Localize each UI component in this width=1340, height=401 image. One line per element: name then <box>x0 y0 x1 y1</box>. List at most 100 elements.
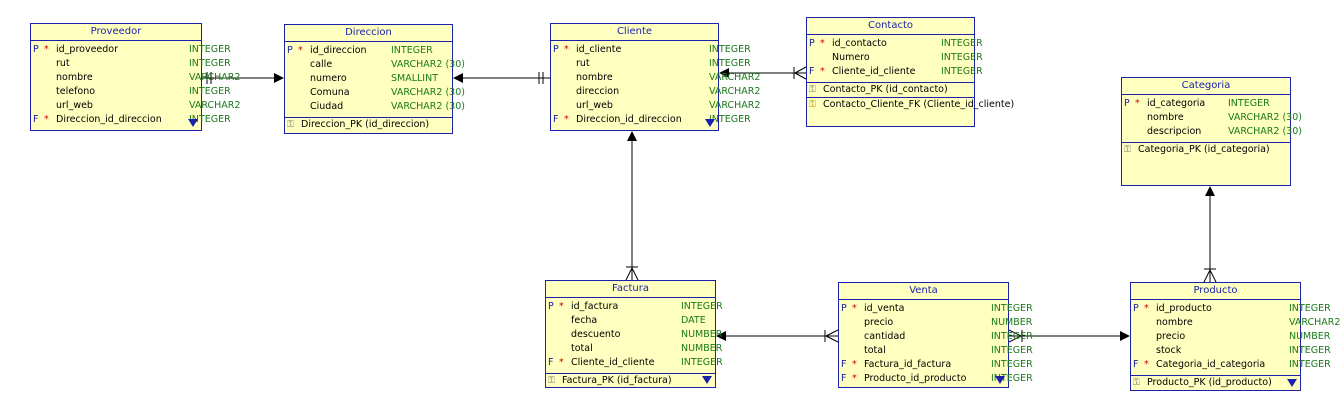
column-type: VARCHAR2 (30) <box>391 87 465 98</box>
column-row: rut INTEGER <box>551 57 751 71</box>
relationship-lines <box>202 66 1217 343</box>
column-name: nombre <box>576 72 613 83</box>
column-type: VARCHAR2 (30) <box>1228 126 1302 137</box>
scroll-down-icon[interactable] <box>702 376 712 384</box>
column-name: Cliente_id_cliente <box>832 66 916 77</box>
key-marker: P <box>548 301 554 312</box>
arrow-head <box>453 73 463 83</box>
required-marker: * <box>44 114 49 125</box>
scroll-down-icon[interactable] <box>705 119 715 127</box>
key-marker: F <box>33 114 39 125</box>
column-type: INTEGER <box>709 58 751 69</box>
column-name: id_categoria <box>1147 98 1206 109</box>
entity-title: Venta <box>839 283 1008 300</box>
column-row: fecha DATE <box>546 314 715 328</box>
crow-foot <box>1008 329 1022 337</box>
required-marker: * <box>1135 98 1140 109</box>
column-type: INTEGER <box>1289 303 1331 314</box>
key-marker: P <box>1133 303 1139 314</box>
column-type: NUMBER <box>681 329 723 340</box>
entity-title: Proveedor <box>31 24 201 41</box>
required-marker: * <box>559 357 564 368</box>
scroll-down-icon[interactable] <box>188 119 198 127</box>
column-name: id_venta <box>864 303 905 314</box>
column-type: INTEGER <box>709 114 751 125</box>
key-marker: P <box>1124 98 1130 109</box>
scroll-down-icon[interactable] <box>995 376 1005 384</box>
required-marker: * <box>1144 359 1149 370</box>
foreign-key-icon: ⚿ <box>809 100 816 110</box>
column-name: Direccion_id_direccion <box>56 114 162 125</box>
column-type: INTEGER <box>189 86 231 97</box>
column-name: rut <box>576 58 590 69</box>
required-marker: * <box>852 373 857 384</box>
column-type: INTEGER <box>189 58 231 69</box>
column-type: INTEGER <box>709 44 751 55</box>
column-type: INTEGER <box>991 303 1033 314</box>
column-name: numero <box>310 73 347 84</box>
column-type: NUMBER <box>991 317 1033 328</box>
key-label: Factura_PK (id_factura) <box>562 375 672 386</box>
key-marker: F <box>1133 359 1139 370</box>
column-name: id_contacto <box>832 38 887 49</box>
column-type: INTEGER <box>941 52 983 63</box>
column-row: nombre VARCHAR2 <box>551 71 760 85</box>
column-name: rut <box>56 58 70 69</box>
required-marker: * <box>298 45 303 56</box>
column-type: INTEGER <box>941 38 983 49</box>
key-marker: P <box>841 303 847 314</box>
column-row: numero SMALLINT <box>285 72 452 86</box>
column-name: cantidad <box>864 331 906 342</box>
primary-key-icon: ⚿ <box>548 376 555 386</box>
key-marker: P <box>809 38 815 49</box>
required-marker: * <box>559 301 564 312</box>
column-name: id_producto <box>1156 303 1212 314</box>
column-type: INTEGER <box>391 45 433 56</box>
primary-key-icon: ⚿ <box>1124 145 1131 155</box>
crow-foot <box>825 335 839 343</box>
scroll-down-icon[interactable] <box>1287 379 1297 387</box>
column-type: VARCHAR2 (30) <box>391 101 465 112</box>
column-name: fecha <box>571 315 598 326</box>
entity-title: Direccion <box>285 25 452 42</box>
column-type: INTEGER <box>1289 359 1331 370</box>
column-name: stock <box>1156 345 1182 356</box>
required-marker: * <box>820 38 825 49</box>
column-name: Direccion_id_direccion <box>576 114 682 125</box>
column-name: id_factura <box>571 301 619 312</box>
column-type: VARCHAR2 <box>709 72 761 83</box>
column-name: nombre <box>56 72 93 83</box>
key-marker: P <box>553 44 559 55</box>
foreign-key-row: ⚿Contacto_Cliente_FK (Cliente_id_cliente… <box>807 97 1014 112</box>
column-type: DATE <box>681 315 706 326</box>
column-type: INTEGER <box>189 114 231 125</box>
column-name: descripcion <box>1147 126 1202 137</box>
column-type: SMALLINT <box>391 73 439 84</box>
